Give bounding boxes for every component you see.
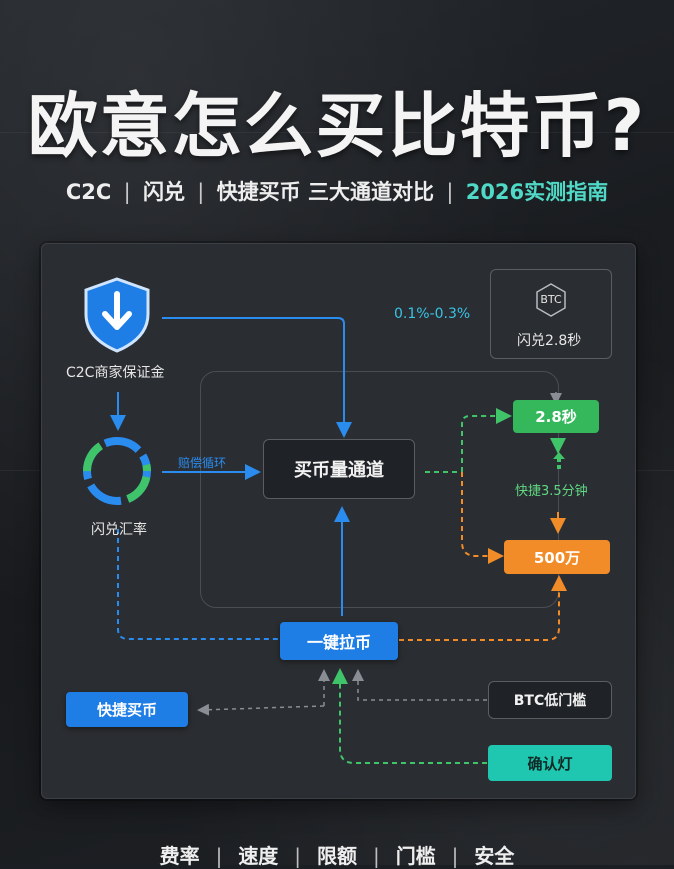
shield-label: C2C商家保证金 <box>66 365 165 381</box>
btc-card-label: 闪兑2.8秒 <box>517 333 582 349</box>
subtitle-separator: | <box>197 180 205 204</box>
btc-hexagon-icon: BTC <box>533 282 569 318</box>
subtitle-separator: | <box>446 180 454 204</box>
green-result-node[interactable]: 2.8秒 <box>513 400 599 433</box>
orange-limit-node[interactable]: 500万 <box>504 540 610 574</box>
footer-item-threshold: 门槛 <box>395 844 436 868</box>
footer-item-fee: 费率 <box>159 844 200 868</box>
subtitle-accent: 2026实测指南 <box>465 180 609 204</box>
subtitle: C2C | 闪兑 | 快捷买币 三大通道对比 | 2026实测指南 <box>0 176 674 206</box>
page-title: 欧意怎么买比特币? <box>27 85 647 167</box>
footer-separator: | <box>451 844 459 868</box>
footer-separator: | <box>215 844 223 868</box>
paper-crease <box>0 132 674 133</box>
subtitle-item-swap: 闪兑 <box>142 180 185 204</box>
quick-buy-node[interactable]: 快捷买币 <box>66 692 188 727</box>
connector-lines <box>110 317 567 764</box>
exchange-ring-icon <box>78 432 156 510</box>
shield-icon <box>82 276 152 354</box>
low-threshold-node[interactable]: BTC低门槛 <box>488 681 612 719</box>
btc-card: BTC 闪兑2.8秒 <box>490 269 612 359</box>
inner-frame <box>200 371 559 608</box>
footer-item-security: 安全 <box>474 844 515 868</box>
subtitle-separator: | <box>123 180 131 204</box>
ring-arrow-label: 赔偿循环 <box>178 456 227 470</box>
one-click-node[interactable]: 一键拉币 <box>280 622 398 660</box>
confirm-node[interactable]: 确认灯 <box>488 745 612 781</box>
footer-separator: | <box>294 844 302 868</box>
fee-label: 0.1%-0.3% <box>394 306 471 322</box>
sync-arrows-icon <box>548 450 570 472</box>
subtitle-item-quick: 快捷买币 三大通道对比 <box>216 180 434 204</box>
footer-metrics: 费率 | 速度 | 限额 | 门槛 | 安全 <box>0 840 674 869</box>
footer-item-limit: 限额 <box>317 844 357 868</box>
ring-label: 闪兑汇率 <box>91 522 147 538</box>
quick-time-label: 快捷3.5分钟 <box>515 484 588 499</box>
footer-separator: | <box>372 844 380 868</box>
subtitle-item-c2c: C2C <box>65 180 112 204</box>
btc-badge-text: BTC <box>540 293 562 306</box>
footer-item-speed: 速度 <box>238 844 279 868</box>
diagram-panel: C2C商家保证金 闪兑汇率 赔偿循环 0.1%-0.3% BTC 闪兑2.8秒 … <box>41 243 636 799</box>
center-channel-node: 买币量通道 <box>263 439 415 499</box>
